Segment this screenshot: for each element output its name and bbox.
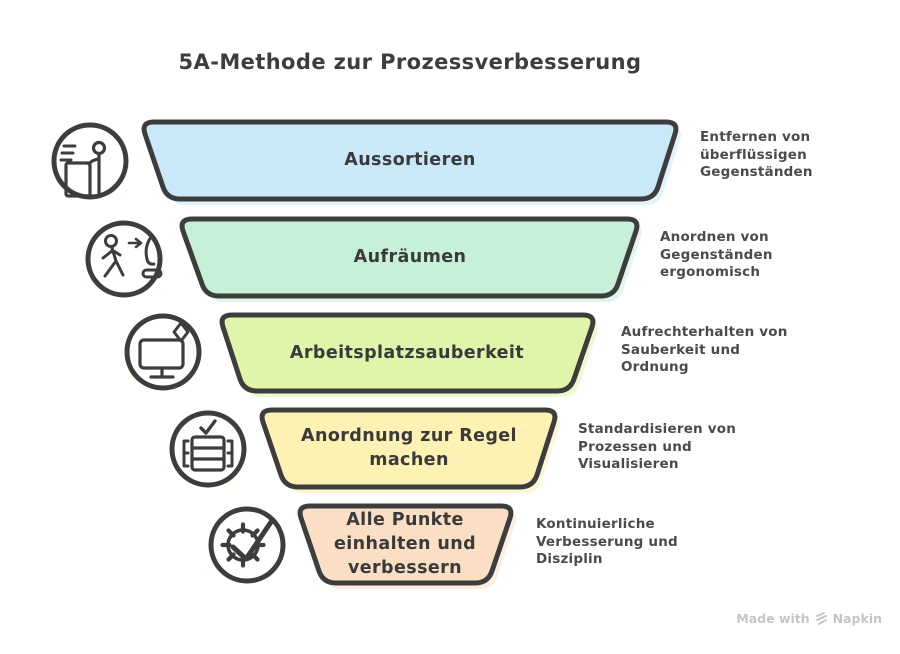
diagram-title: 5A-Methode zur Prozessverbesserung (178, 50, 642, 74)
funnel-level-2-label: Aufräumen (353, 247, 467, 267)
funnel-level-4-description: Standardisieren von Prozessen und Visual… (578, 421, 737, 472)
funnel-level-5-label: Alle Punkte einhalten und verbessern (333, 510, 477, 578)
gear-check-icon (208, 506, 286, 584)
funnel-level-3-band (219, 312, 598, 397)
band-1-shape (141, 119, 679, 202)
napkin-logo-icon (815, 612, 827, 625)
band-2-shape (179, 216, 640, 299)
funnel-level-1-band (141, 119, 681, 205)
funnel-level-2-band (179, 216, 642, 302)
funnel-level-1-label: Aussortieren (344, 150, 476, 170)
funnel-level-4-label: Anordnung zur Regel machen (301, 426, 517, 470)
watermark-brand: Napkin (832, 611, 882, 626)
funnel-level-5-band (297, 503, 516, 589)
funnel-level-3-description: Aufrechterhalten von Sauberkeit und Ordn… (621, 324, 788, 375)
band-4-shape (259, 407, 558, 490)
watermark-label: Made with (736, 611, 810, 626)
funnel-level-3-label: Arbeitsplatzsauberkeit (289, 343, 525, 363)
funnel-level-1-description: Entfernen von überflüssigen Gegenständen (700, 129, 813, 180)
band-5-shape (297, 503, 514, 586)
funnel-level-5-description: Kontinuierliche Verbesserung und Diszipl… (536, 516, 678, 567)
napkin-watermark: Made with Napkin (736, 611, 882, 626)
walking-person-chair-icon (85, 220, 163, 298)
clean-monitor-icon (124, 313, 202, 391)
sorting-desk-icon (51, 122, 129, 200)
standardize-drawers-icon (169, 410, 247, 488)
band-3-shape (219, 312, 596, 394)
funnel-level-2-description: Anordnen von Gegenständen ergonomisch (660, 229, 773, 280)
funnel-level-4-band (259, 407, 560, 493)
